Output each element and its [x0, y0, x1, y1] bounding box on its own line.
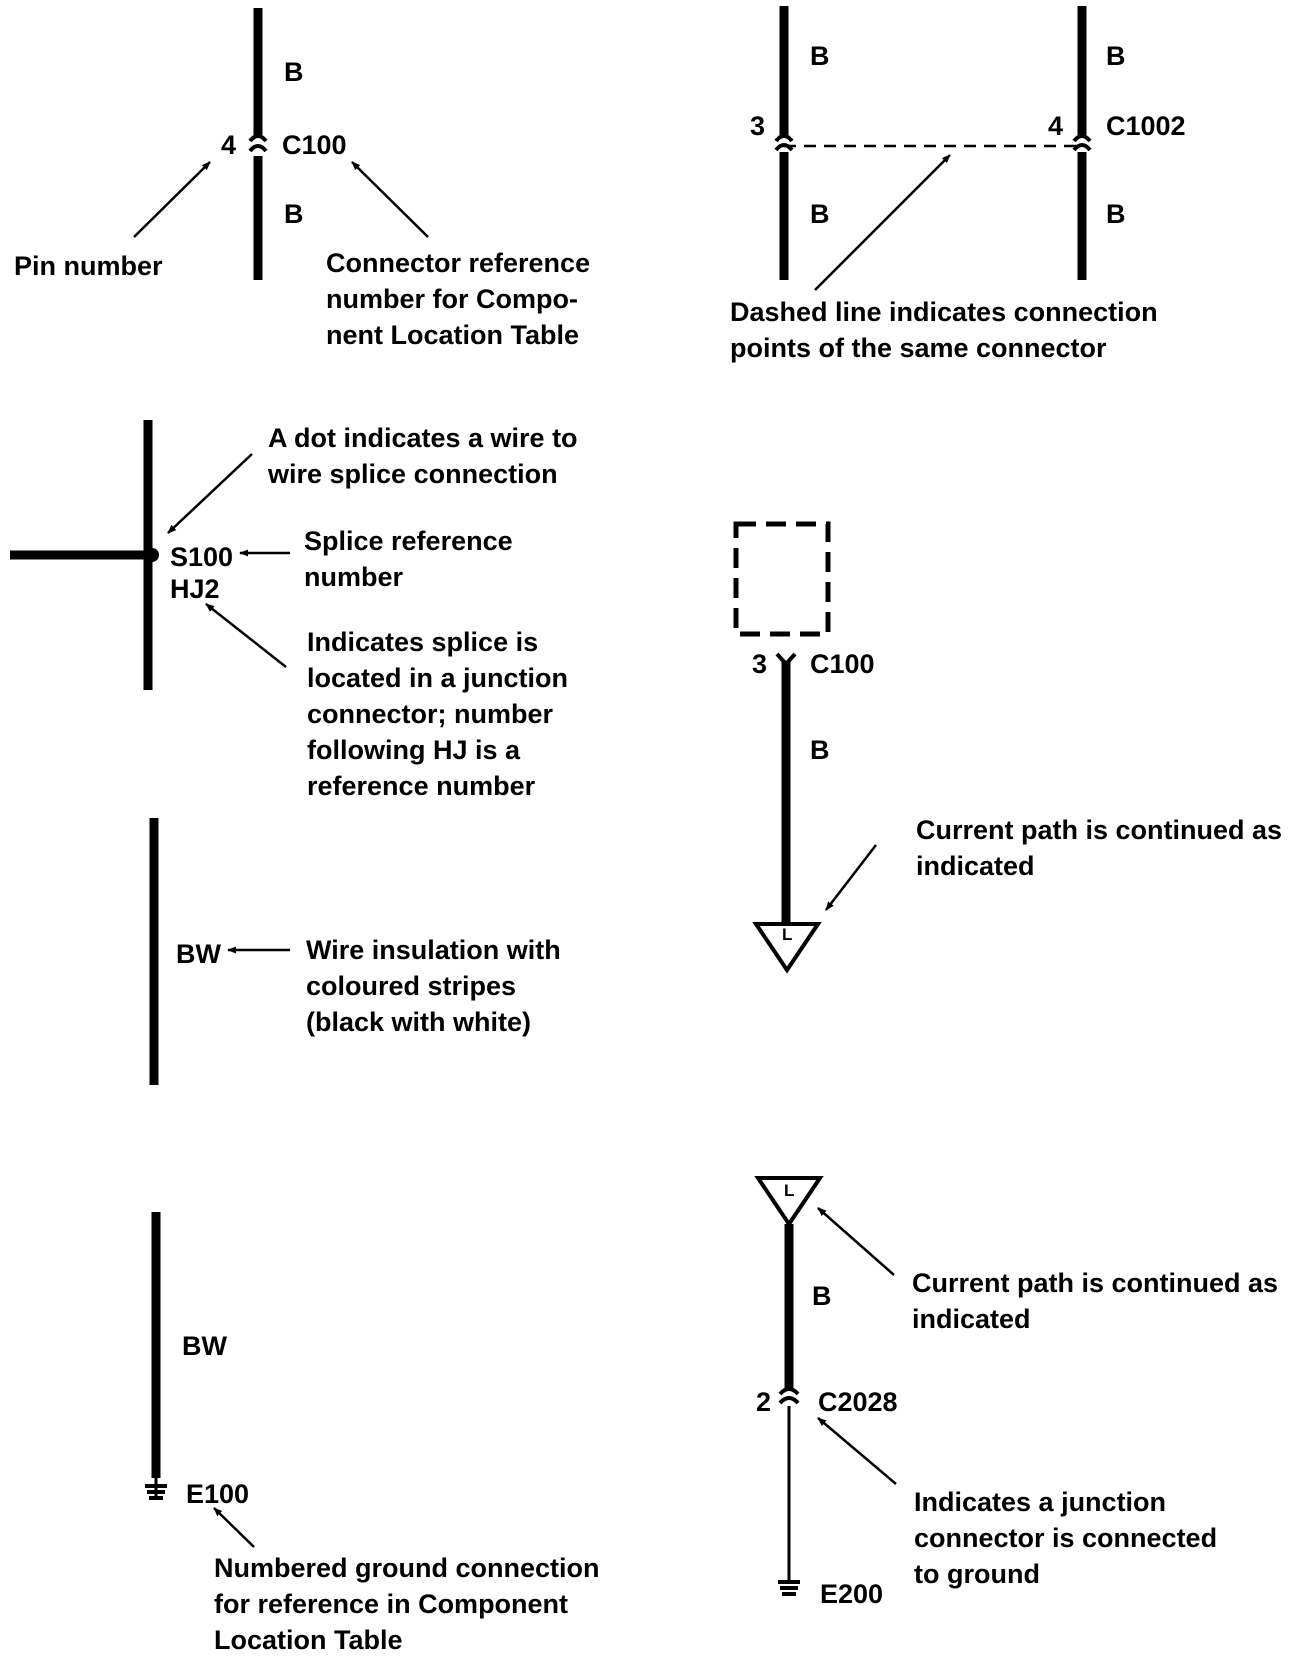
splice-dot — [145, 548, 159, 562]
connector-example-graphic — [133, 8, 429, 280]
continuation-triangle-top — [752, 922, 822, 974]
left-wire-color-top: B — [810, 41, 830, 71]
continued-bottom-graphic — [754, 1176, 897, 1596]
junction-ref-label: HJ2 — [170, 574, 220, 604]
dashed-line-arrow — [814, 154, 951, 291]
ground-ref-label: E100 — [186, 1479, 250, 1509]
left-pin-label: 3 — [750, 111, 766, 141]
continued-bottom-caption: Current path is continued as indicated — [912, 1268, 1279, 1334]
connector-ref-caption: Connector reference number for Compo- ne… — [326, 248, 591, 350]
splice-example-graphic — [10, 420, 290, 690]
ground-caption-arrow — [213, 1507, 255, 1548]
continued-bottom-arrow — [817, 1207, 895, 1276]
dashed-example-graphic — [774, 6, 1092, 291]
continuation-letter-top: L — [782, 925, 793, 944]
continued-bottom-wire-color: B — [812, 1281, 832, 1311]
striped-wire-color: BW — [176, 939, 221, 969]
stripe-caption: Wire insulation with coloured stripes (b… — [306, 935, 561, 1037]
pin-number-label: 4 — [221, 130, 237, 160]
continued-top-connector-ref: C100 — [810, 649, 875, 679]
wire-color-label: B — [284, 57, 304, 87]
component-box-dashed — [733, 521, 831, 637]
continued-top-graphic — [733, 521, 877, 974]
continuation-letter-bottom: L — [784, 1181, 795, 1200]
splice-ref-caption: Splice reference number — [304, 526, 513, 592]
junction-caption: Indicates splice is located in a junctio… — [307, 627, 569, 801]
connector-symbol-lower — [248, 144, 268, 153]
connector-ref-label: C1002 — [1106, 111, 1186, 141]
ground-caption: Numbered ground connection for reference… — [214, 1553, 600, 1655]
left-connector-symbol — [774, 134, 794, 152]
continued-top-pin: 3 — [752, 649, 768, 679]
ground-wire-color: BW — [182, 1331, 227, 1361]
pin-number-caption: Pin number — [14, 251, 163, 281]
splice-dot-caption: A dot indicates a wire to wire splice co… — [268, 423, 578, 489]
continued-top-wire-color: B — [810, 735, 830, 765]
junction-ground-caption: Indicates a junction connector is connec… — [914, 1487, 1218, 1589]
connector-ref-arrow — [351, 161, 429, 238]
right-wire-color-top: B — [1106, 41, 1126, 71]
stripe-example-graphic — [149, 818, 290, 1085]
right-connector-symbol — [1072, 134, 1092, 152]
dot-caption-arrow — [167, 453, 253, 534]
junction-caption-arrow-bottom — [817, 1417, 897, 1485]
ground-example-graphic — [145, 1212, 255, 1548]
dashed-line-caption: Dashed line indicates connection points … — [730, 297, 1158, 363]
splice-ref-label: S100 — [170, 542, 234, 572]
continuation-triangle-bottom — [754, 1176, 824, 1228]
wire-color-label: B — [284, 199, 304, 229]
continued-bottom-pin: 2 — [756, 1387, 772, 1417]
pin-number-arrow — [133, 161, 211, 238]
junction-caption-arrow — [205, 603, 287, 668]
left-wire-color-bottom: B — [810, 199, 830, 229]
continued-bottom-connector-ref: C2028 — [818, 1387, 898, 1417]
continued-top-caption: Current path is continued as indicated — [916, 815, 1283, 881]
continued-top-arrow — [825, 844, 877, 911]
connector-ref-label: C100 — [282, 130, 347, 160]
right-wire-color-bottom: B — [1106, 199, 1126, 229]
junction-ground-ref: E200 — [820, 1579, 884, 1609]
right-pin-label: 4 — [1048, 111, 1064, 141]
connector-symbol-upper — [248, 134, 268, 143]
connector-symbol-bottom — [778, 1387, 800, 1405]
